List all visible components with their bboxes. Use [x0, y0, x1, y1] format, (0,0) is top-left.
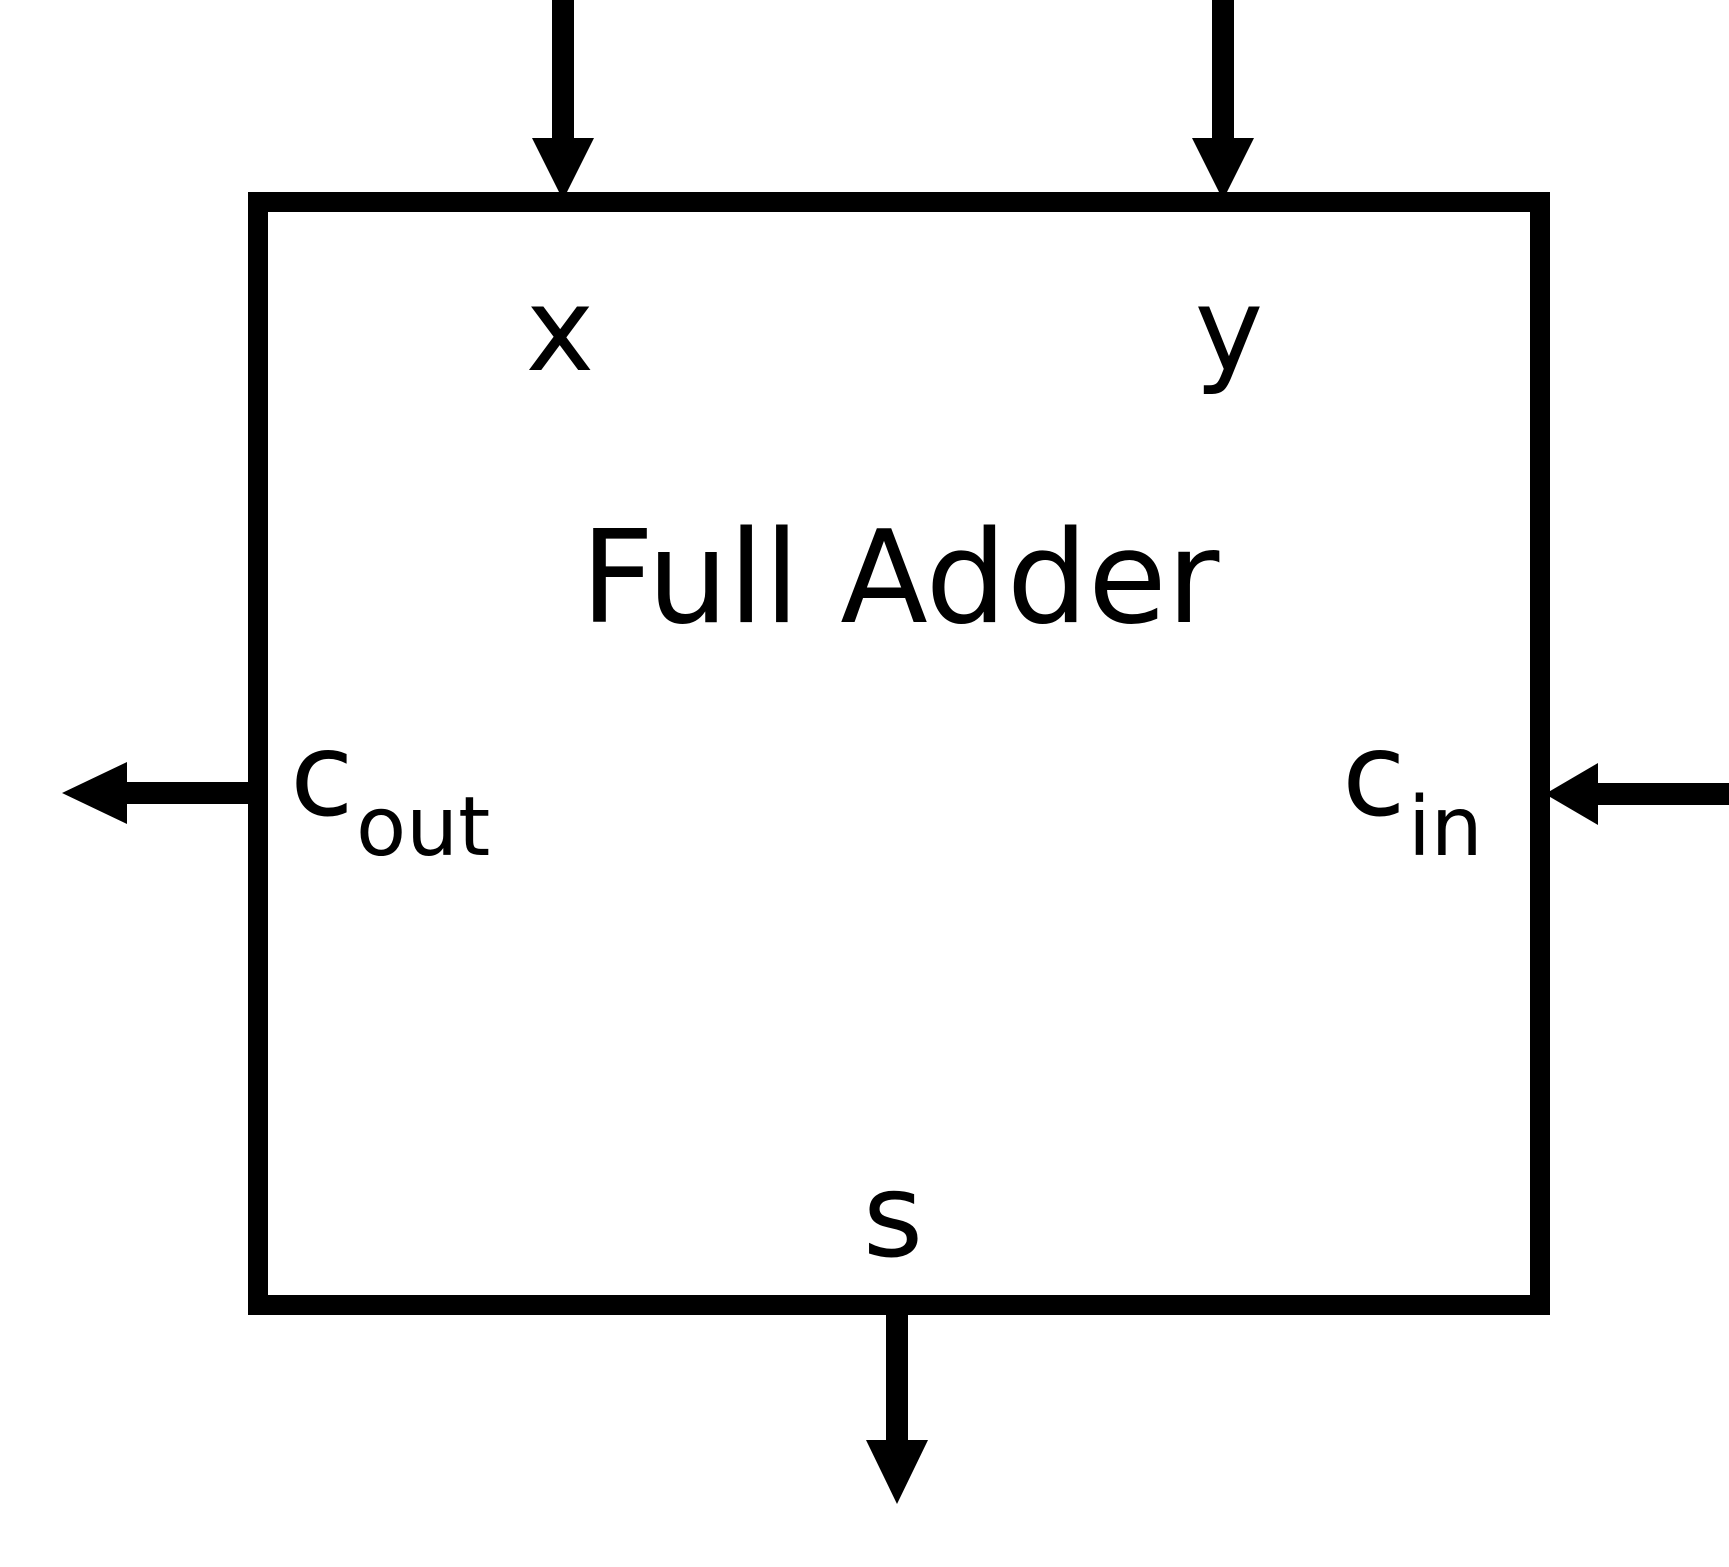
input-x-arrow [532, 0, 594, 200]
label-cin: c in [1342, 708, 1483, 875]
label-s: s [863, 1149, 923, 1284]
output-cout-arrow [62, 762, 248, 824]
label-cout: c out [290, 708, 490, 875]
label-cout-main: c [290, 708, 354, 843]
block-title: Full Adder [581, 504, 1220, 653]
label-cin-main: c [1342, 708, 1406, 843]
output-s-arrow [866, 1312, 928, 1504]
label-cout-subscript: out [356, 780, 490, 875]
label-y: y [1195, 263, 1264, 398]
label-x: x [526, 263, 595, 398]
label-cin-subscript: in [1408, 780, 1483, 875]
input-y-arrow [1192, 0, 1254, 200]
input-cin-arrow [1545, 763, 1729, 825]
full-adder-block [248, 192, 1550, 1315]
